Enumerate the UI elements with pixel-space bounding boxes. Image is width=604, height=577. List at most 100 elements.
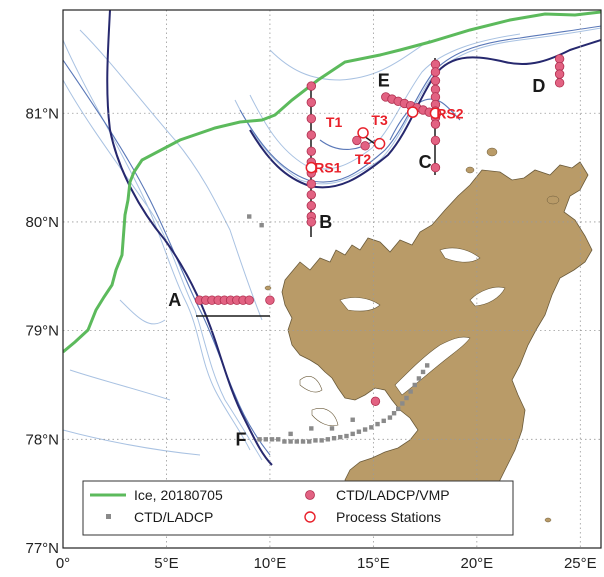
process-station-marker — [429, 107, 442, 120]
vmp-station-marker — [370, 396, 381, 406]
small-islands — [264, 147, 560, 523]
x-tick-label: 15°E — [357, 555, 390, 572]
vmp-station-marker — [306, 200, 317, 211]
section-label: B — [319, 212, 332, 232]
ctd-station-marker — [325, 437, 331, 442]
ctd-station-marker — [269, 437, 275, 442]
y-tick-label: 78°N — [25, 431, 59, 448]
vmp-station-marker — [430, 67, 441, 77]
legend-ctd-label: CTD/LADCP — [134, 509, 213, 525]
vmp-station-marker — [430, 162, 441, 173]
process-stations — [305, 106, 442, 174]
legend-process-label: Process Stations — [336, 509, 441, 525]
section-labels: A B C D E F — [168, 71, 545, 450]
x-tick-label: 25°E — [564, 555, 597, 572]
ctd-station-marker — [424, 363, 430, 368]
plot-frame — [62, 9, 602, 549]
ctd-ladcp-vmp-stations — [194, 54, 565, 406]
ctd-station-marker — [329, 426, 335, 431]
vmp-station-marker — [306, 217, 317, 227]
vmp-station-marker — [352, 135, 362, 146]
x-tick-label: 0° — [56, 555, 70, 572]
ctd-station-marker — [350, 417, 355, 422]
vmp-station-marker — [306, 130, 317, 140]
ctd-station-marker — [331, 436, 337, 441]
x-tick-label: 20°E — [460, 555, 493, 572]
process-station-marker — [373, 137, 386, 150]
fjords — [299, 247, 506, 427]
y-tick-label: 81°N — [25, 105, 59, 122]
ctd-station-marker — [420, 369, 426, 375]
ctd-station-marker — [300, 439, 306, 444]
ctd-station-marker — [257, 437, 262, 442]
vmp-station-marker — [554, 69, 565, 79]
legend-vmp-label: CTD/LADCP/VMP — [336, 487, 450, 503]
process-label: RS1 — [314, 160, 341, 176]
ctd-station-marker — [408, 389, 413, 394]
ctd-station-marker — [356, 429, 362, 434]
ctd-station-marker — [375, 421, 380, 427]
ctd-station-marker — [338, 434, 343, 440]
ctd-station-marker — [288, 439, 293, 444]
section-label: D — [532, 76, 545, 96]
vmp-station-marker — [430, 135, 441, 146]
ctd-station-marker — [288, 431, 293, 437]
y-tick-label: 79°N — [25, 323, 59, 340]
ctd-station-marker — [412, 382, 417, 388]
ctd-station-marker — [307, 439, 312, 444]
ice-edge-line — [63, 10, 601, 354]
y-axis-ticks: 77°N 78°N 79°N 80°N 81°N — [25, 105, 59, 557]
vmp-station-marker — [306, 190, 317, 200]
ctd-station-marker — [282, 439, 287, 444]
vmp-station-marker — [306, 97, 317, 108]
ctd-station-marker — [404, 395, 409, 401]
legend-process-swatch — [304, 511, 316, 523]
vmp-station-marker — [554, 78, 565, 88]
x-tick-label: 10°E — [254, 555, 287, 572]
x-tick-label: 5°E — [154, 555, 178, 572]
vmp-station-marker — [430, 119, 441, 129]
section-label: F — [235, 429, 246, 449]
ctd-station-marker — [313, 438, 318, 443]
ctd-station-marker — [309, 426, 314, 431]
ctd-station-marker — [387, 415, 393, 420]
legend-ctd-swatch — [106, 514, 111, 519]
process-label: RS2 — [436, 105, 463, 121]
ctd-station-marker — [369, 425, 374, 430]
vmp-station-marker — [265, 295, 275, 305]
ctd-station-marker — [319, 438, 324, 443]
section-label: C — [419, 152, 432, 172]
ctd-station-marker — [362, 427, 368, 432]
section-label: A — [168, 290, 181, 310]
ctd-station-marker — [391, 411, 397, 416]
process-station-marker — [406, 106, 419, 118]
ctd-station-marker — [381, 418, 386, 424]
vmp-station-marker — [306, 81, 317, 91]
ctd-ladcp-stations — [247, 214, 430, 444]
ctd-station-marker — [344, 433, 349, 439]
section-label: E — [378, 71, 390, 91]
vmp-station-marker — [244, 295, 254, 305]
ctd-station-marker — [400, 401, 405, 406]
process-label: T2 — [355, 151, 372, 167]
vmp-station-marker — [306, 113, 317, 124]
process-label: T1 — [326, 114, 343, 130]
ctd-station-marker — [294, 439, 300, 444]
vmp-station-marker — [360, 141, 370, 151]
process-station-marker — [357, 127, 369, 139]
process-station-marker — [305, 161, 318, 174]
bathymetry-mid-contours — [63, 25, 601, 456]
ctd-station-marker — [396, 406, 401, 412]
ctd-station-marker — [350, 431, 355, 437]
ctd-station-marker — [263, 437, 268, 442]
legend-box — [82, 480, 514, 536]
vmp-station-marker — [430, 75, 441, 86]
x-axis-ticks: 0° 5°E 10°E 15°E 20°E 25°E — [56, 555, 597, 572]
ctd-station-marker — [247, 214, 252, 219]
y-tick-label: 80°N — [25, 214, 59, 231]
y-tick-label: 77°N — [25, 540, 59, 557]
legend-ice-label: Ice, 20180705 — [134, 487, 223, 503]
process-label: T3 — [371, 112, 388, 128]
